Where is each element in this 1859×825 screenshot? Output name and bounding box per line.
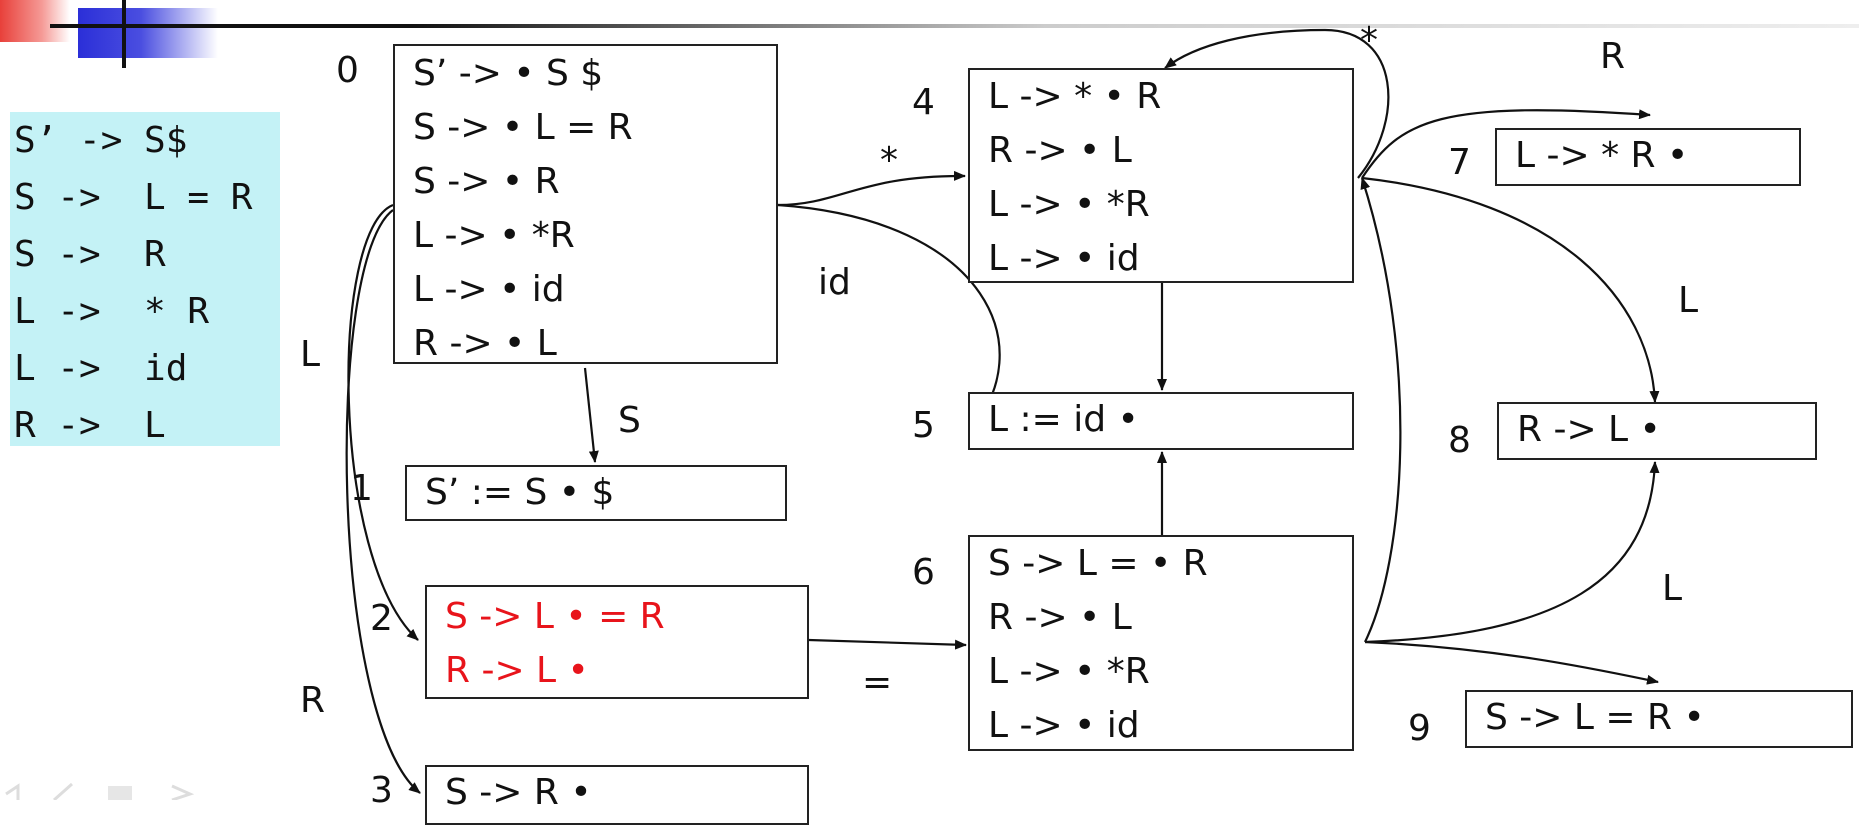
state-number: 9 xyxy=(1408,708,1431,749)
lr-item: R -> • L xyxy=(988,130,1132,171)
edge-label-l: L xyxy=(300,334,321,375)
slide-header-rule xyxy=(50,24,1859,28)
edge-4-7 xyxy=(1361,109,1651,179)
lr-item: R -> • L xyxy=(413,323,557,364)
edge-label-star: * xyxy=(880,140,898,181)
edge-label-l: L xyxy=(1662,568,1683,609)
lr-item: S’ := S • $ xyxy=(425,472,615,513)
transition-arrows xyxy=(345,28,1660,794)
edge-0-3 xyxy=(345,209,421,794)
state-number: 6 xyxy=(912,552,935,593)
pen-icon xyxy=(53,782,73,800)
edge-label-star-loop: * xyxy=(1360,20,1378,61)
state-number: 3 xyxy=(370,770,393,811)
grammar-rule: R -> L xyxy=(14,405,166,446)
grammar-rule: S -> R xyxy=(14,234,166,275)
state-2: S -> L • = R R -> L • xyxy=(425,585,809,699)
edge-0-5 xyxy=(777,203,1001,431)
lr-item: L -> * R • xyxy=(1515,135,1689,176)
lr-item: R -> • L xyxy=(988,597,1132,638)
lr-item: R -> L • xyxy=(1517,409,1661,450)
state-number: 2 xyxy=(370,598,393,639)
lr-item: S -> L = • R xyxy=(988,543,1208,584)
lr-item: L -> • id xyxy=(988,705,1140,746)
lr-item: L -> • *R xyxy=(988,184,1150,225)
edge-4-8 xyxy=(1361,176,1660,403)
lr-item: S -> • R xyxy=(413,161,560,202)
next-arrow-icon xyxy=(171,784,195,800)
state-number: 4 xyxy=(912,82,935,123)
state-7: L -> * R • xyxy=(1495,128,1801,186)
lr-item: L -> • *R xyxy=(988,651,1150,692)
grammar-rule: L -> id xyxy=(14,348,188,389)
slide-decoration-red xyxy=(0,0,70,42)
edge-label-id: id xyxy=(818,262,851,303)
state-9: S -> L = R • xyxy=(1465,690,1853,748)
edge-4-4 xyxy=(1164,28,1390,179)
edge-label-r: R xyxy=(1600,36,1626,77)
state-0: S’ -> • S $ S -> • L = R S -> • R L -> •… xyxy=(393,44,778,364)
lr-item: L -> * • R xyxy=(988,76,1162,117)
slide-decoration-blue xyxy=(78,8,218,58)
state-5: L := id • xyxy=(968,392,1354,450)
edge-label-equals: = xyxy=(862,662,893,703)
state-4: L -> * • R R -> • L L -> • *R L -> • id xyxy=(968,68,1354,283)
lr-item: L -> • *R xyxy=(413,215,575,256)
state-6: S -> L = • R R -> • L L -> • *R L -> • i… xyxy=(968,535,1354,751)
state-number: 1 xyxy=(350,468,373,509)
edge-6-8 xyxy=(1364,461,1660,644)
lr-item: S -> R • xyxy=(445,772,592,813)
edge-2-6 xyxy=(808,638,967,650)
state-1: S’ := S • $ xyxy=(405,465,787,521)
state-8: R -> L • xyxy=(1497,402,1817,460)
menu-icon xyxy=(108,786,132,800)
lr-item: S -> L = R • xyxy=(1485,697,1705,738)
state-3: S -> R • xyxy=(425,765,809,825)
edge-label-s: S xyxy=(618,400,641,441)
state-number: 7 xyxy=(1448,142,1471,183)
lr-item: L -> • id xyxy=(988,238,1140,279)
grammar-rule: S -> L = R xyxy=(14,177,253,218)
edge-6-4 xyxy=(1360,177,1402,643)
prev-arrow-icon xyxy=(5,783,20,800)
grammar-rules: S’ -> S$ S -> L = R S -> R L -> * R L ->… xyxy=(10,112,280,446)
lr-item: R -> L • xyxy=(445,650,589,691)
state-number: 0 xyxy=(336,50,359,91)
edge-0-4 xyxy=(777,170,966,207)
edge-0-2 xyxy=(347,203,419,641)
lr-item: S -> • L = R xyxy=(413,107,633,148)
slide-header-tick xyxy=(122,0,126,68)
state-number: 5 xyxy=(912,405,935,446)
edge-label-r: R xyxy=(300,680,326,721)
lr-item: S’ -> • S $ xyxy=(413,53,604,94)
lr-item: L := id • xyxy=(988,399,1139,440)
lr-item: L -> • id xyxy=(413,269,565,310)
edge-0-1 xyxy=(583,367,599,463)
grammar-rule: S’ -> S$ xyxy=(14,120,188,161)
edge-label-l: L xyxy=(1678,280,1699,321)
grammar-rule: L -> * R xyxy=(14,291,210,332)
edge-6-9 xyxy=(1364,640,1659,685)
slideshow-nav-controls[interactable] xyxy=(0,782,220,800)
state-number: 8 xyxy=(1448,420,1471,461)
lr-item: S -> L • = R xyxy=(445,596,665,637)
